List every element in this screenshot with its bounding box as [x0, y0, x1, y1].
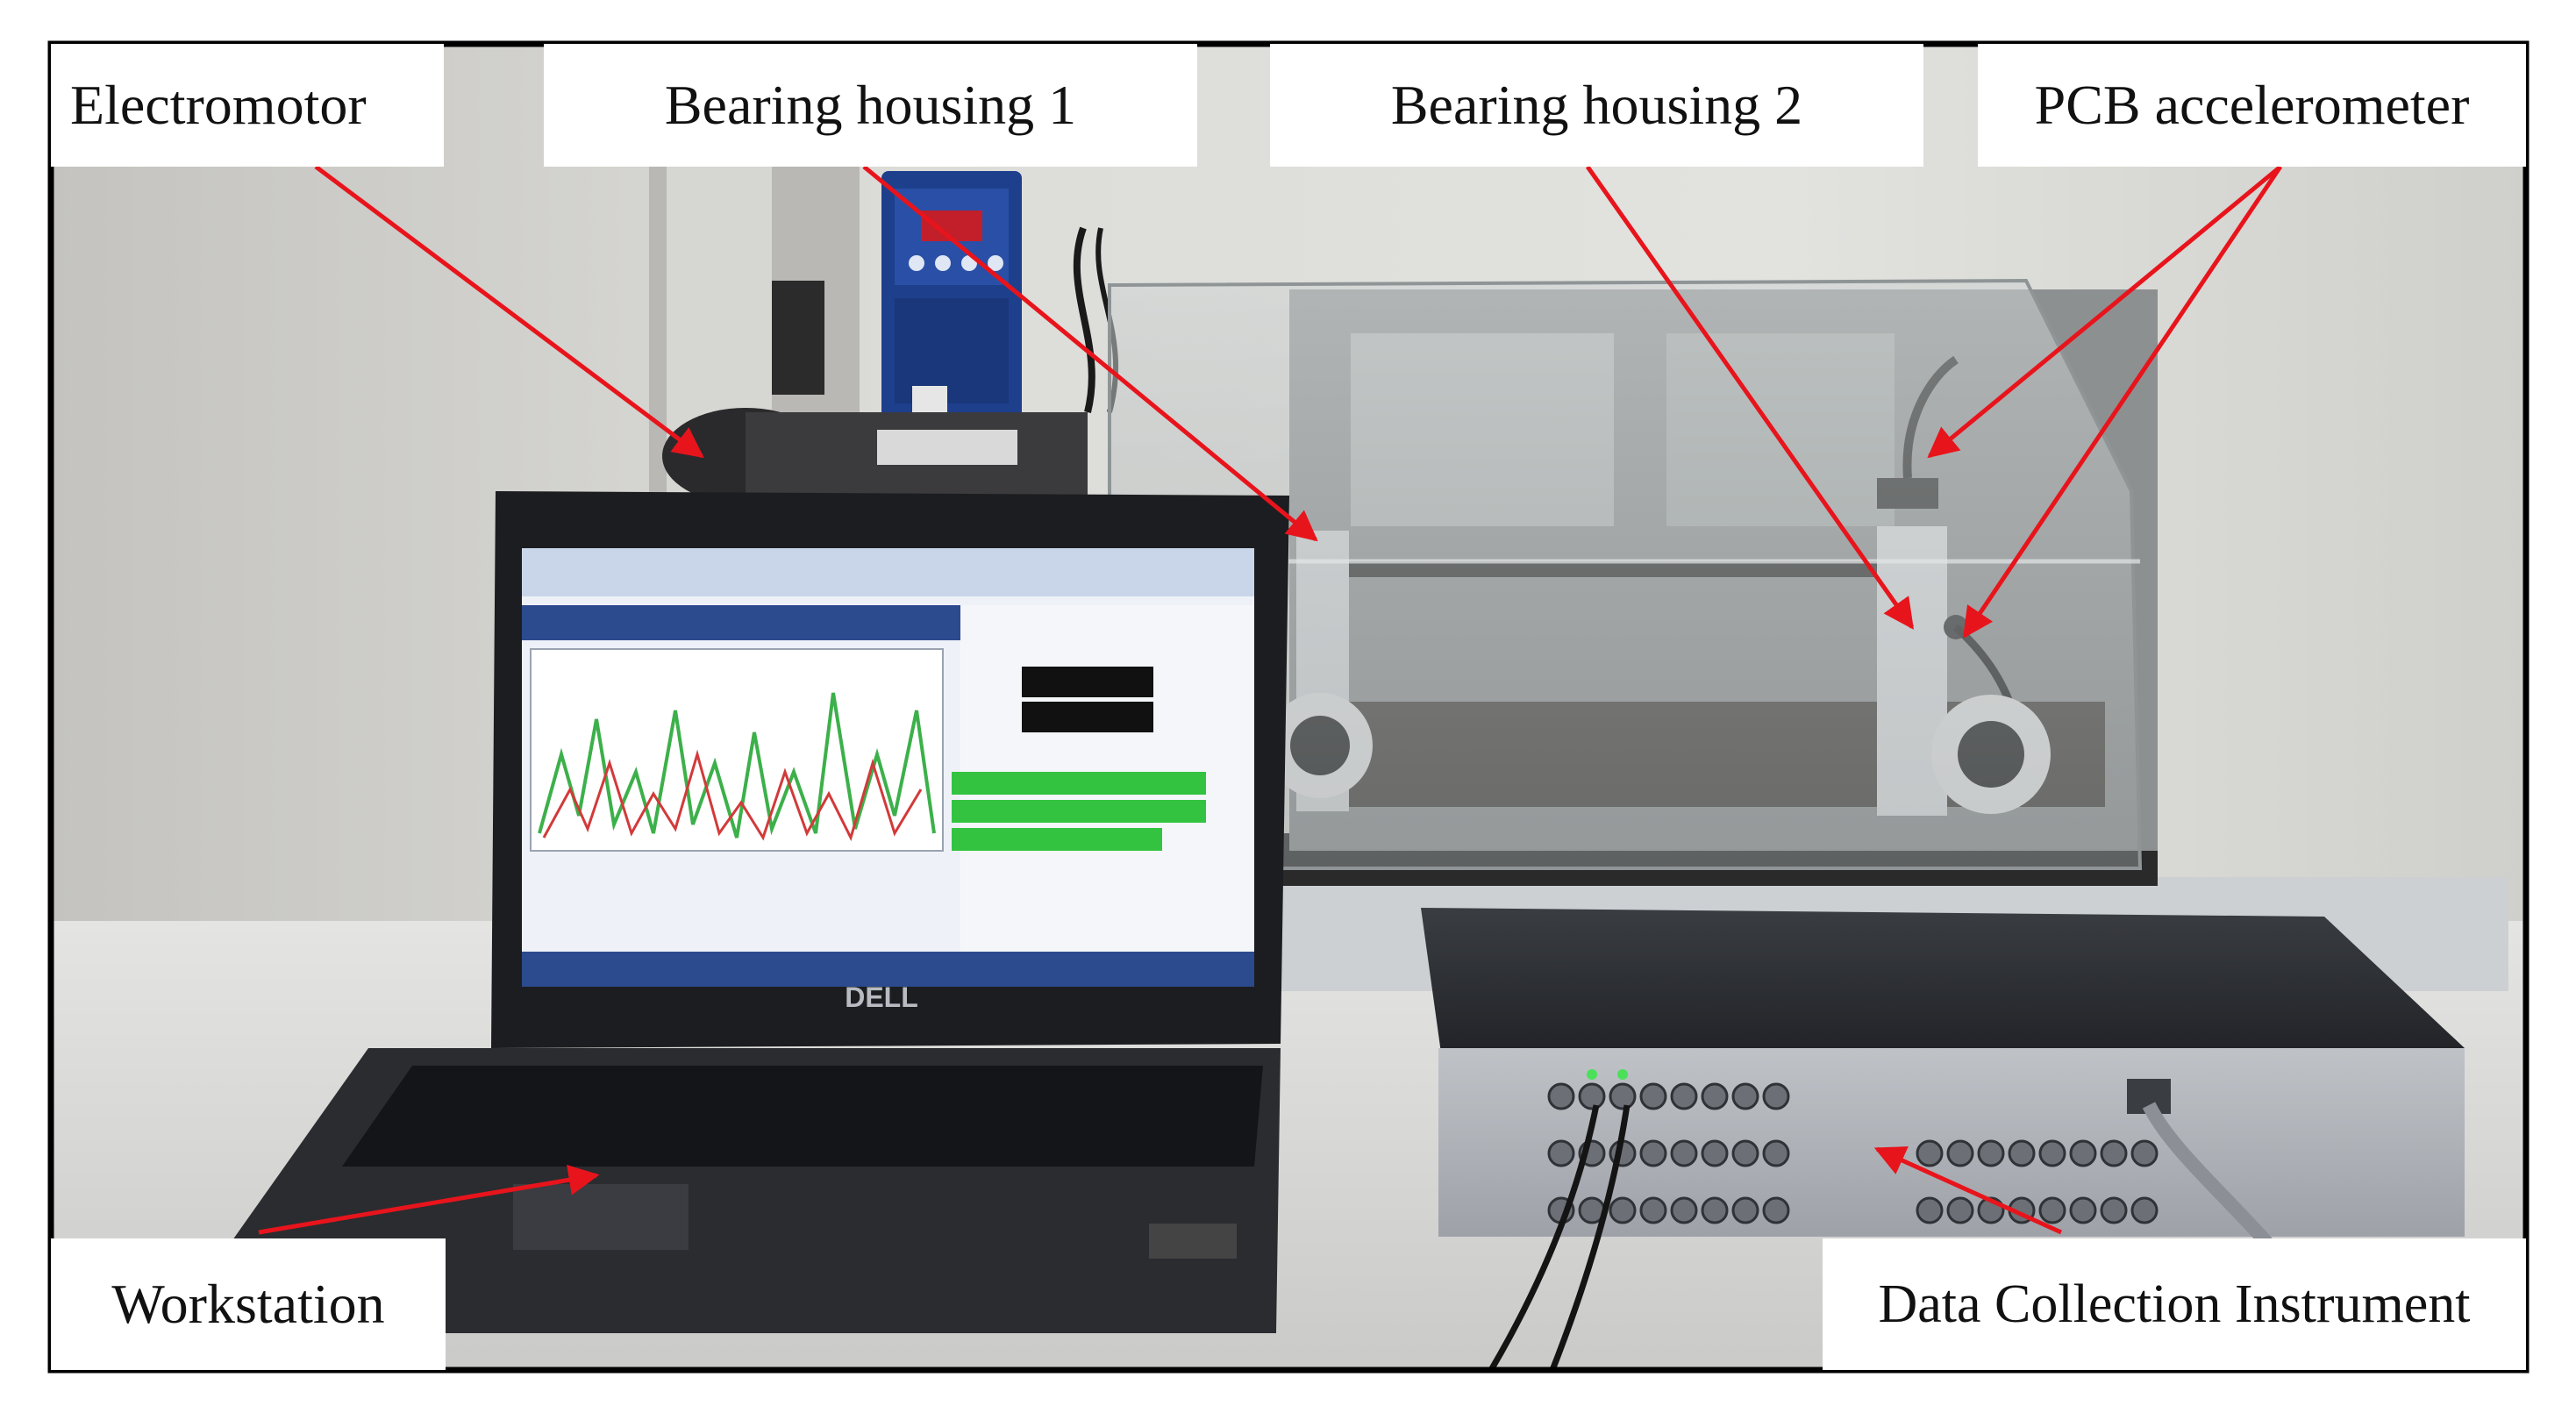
label-bearing-housing-2: Bearing housing 2 [1270, 44, 1923, 167]
test-rig [1108, 278, 2508, 991]
arrow-bearing-housing-1 [862, 165, 1318, 542]
laptop-brand: DELL [845, 981, 918, 1013]
arrow-pcb-accelerometer-top [1927, 165, 2282, 459]
label-workstation: Workstation [51, 1238, 446, 1370]
arrow-workstation [258, 1164, 600, 1235]
arrow-pcb-accelerometer-side [1962, 165, 2283, 639]
annotation-arrows [258, 165, 2283, 1235]
arrow-data-collection-instrument [1873, 1146, 2063, 1235]
arrow-electromotor [314, 165, 704, 459]
frequency-inverter [881, 171, 1022, 421]
label-pcb-accelerometer: PCB accelerometer [1978, 44, 2526, 167]
data-collection-instrument [1421, 908, 2465, 1372]
arrow-bearing-housing-2 [1585, 165, 1915, 630]
label-data-collection-instrument: Data Collection Instrument [1823, 1238, 2526, 1370]
label-bearing-housing-1: Bearing housing 1 [544, 44, 1197, 167]
label-electromotor: Electromotor [51, 44, 444, 167]
